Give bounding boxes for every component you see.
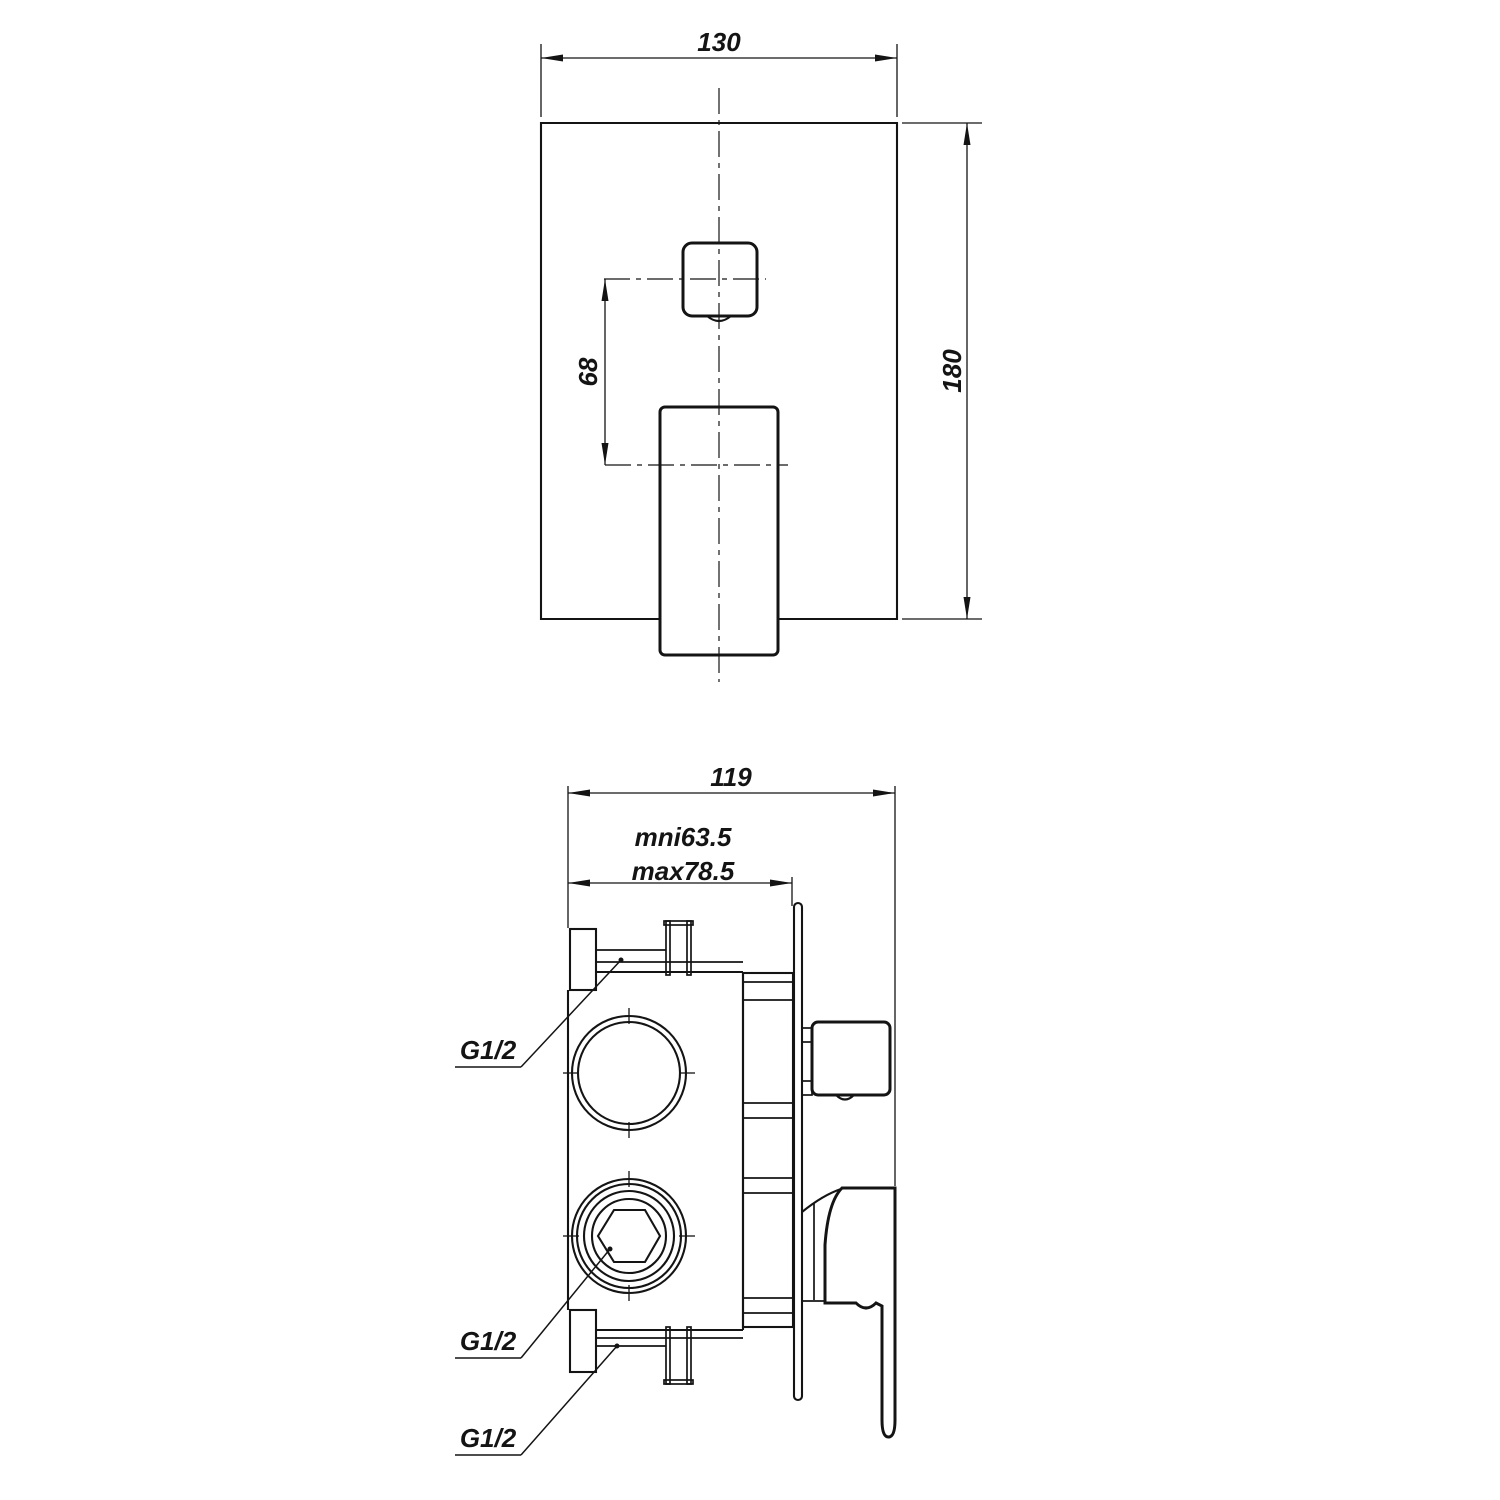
port-ring xyxy=(582,1189,676,1283)
port-label-bottom-text: G1/2 xyxy=(460,1423,517,1453)
knob-pin xyxy=(835,1094,855,1101)
valve-body xyxy=(566,927,745,1374)
dim-wall-depth: mni63.5 max78.5 xyxy=(568,822,793,906)
port-ring xyxy=(590,1197,668,1275)
leader-dot xyxy=(618,957,624,963)
lever-handle-side xyxy=(801,1186,897,1439)
leader-dot xyxy=(614,1343,620,1349)
bracket-bar xyxy=(686,920,692,976)
dim-knob-offset-label: 68 xyxy=(573,357,603,386)
dim-min-label: mni63.5 xyxy=(635,822,732,852)
port-label-middle-text: G1/2 xyxy=(460,1326,517,1356)
column-outline xyxy=(741,971,795,1329)
port-label-bottom: G1/2 xyxy=(455,1343,620,1456)
bracket-top xyxy=(663,920,694,926)
bracket-bar xyxy=(665,920,671,976)
bracket-bar xyxy=(665,1326,671,1385)
bracket-bar xyxy=(686,1326,692,1385)
leader-line xyxy=(520,1248,611,1359)
lever-handle-front xyxy=(658,405,780,657)
top-inlet-fitting xyxy=(568,927,598,992)
dim-max-label: max78.5 xyxy=(632,856,735,886)
lever-body xyxy=(823,1186,897,1439)
lever-stem-dome xyxy=(801,1188,842,1213)
dim-knob-offset-68: 68 xyxy=(573,279,609,465)
wall-plate xyxy=(792,901,804,1402)
top-inlet-pipe xyxy=(596,920,743,976)
port-label-top: G1/2 xyxy=(455,957,624,1068)
dim-width-130: 130 xyxy=(540,27,898,117)
hex-plug xyxy=(596,1208,662,1264)
knob-body xyxy=(810,1020,892,1097)
port-ring xyxy=(570,1177,688,1295)
dim-depth-119: 119 xyxy=(567,762,896,1186)
dim-height-180: 180 xyxy=(902,122,982,620)
port-outer-ring xyxy=(570,1014,688,1132)
bottom-inlet-pipe xyxy=(596,1326,743,1385)
cartridge-column xyxy=(741,971,795,1329)
diverter-knob xyxy=(681,241,759,318)
diverter-knob-pin xyxy=(706,315,732,323)
dim-depth-label: 119 xyxy=(710,762,752,792)
diverter-knob-side xyxy=(801,1020,892,1101)
upper-port xyxy=(563,1008,695,1138)
dim-height-label: 180 xyxy=(937,349,967,393)
lower-port-hex xyxy=(563,1171,695,1301)
faceplate-outline xyxy=(539,121,899,621)
port-label-top-text: G1/2 xyxy=(460,1035,517,1065)
leader-line xyxy=(520,959,622,1068)
leader-line xyxy=(520,1345,618,1456)
side-view: 119 mni63.5 max78.5 G1/2 G1/2 G1/2 xyxy=(455,762,897,1456)
bracket-bottom xyxy=(663,1379,694,1385)
dim-width-label: 130 xyxy=(697,27,741,57)
port-inner-ring xyxy=(576,1020,682,1126)
bottom-inlet-fitting xyxy=(568,1308,598,1374)
port-label-middle: G1/2 xyxy=(455,1246,613,1359)
front-view: 130 180 68 xyxy=(539,27,982,682)
leader-dot xyxy=(607,1246,613,1252)
